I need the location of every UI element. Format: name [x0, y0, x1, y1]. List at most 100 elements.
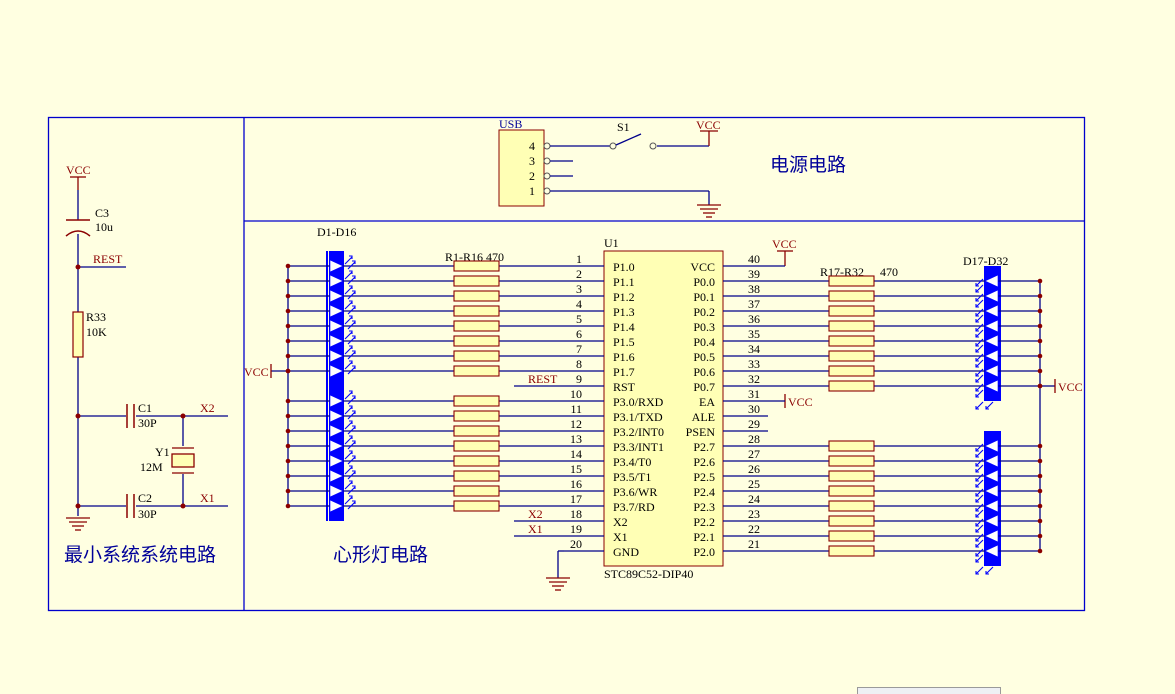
- junction: [1037, 323, 1043, 329]
- resistor: [453, 290, 500, 302]
- resistor: [828, 275, 875, 287]
- junction: [285, 323, 291, 329]
- junction: [285, 443, 291, 449]
- x1-net-label: X1: [200, 491, 215, 505]
- led-row-left: [285, 285, 564, 303]
- chip-left-pins: 1P1.02P1.13P1.24P1.35P1.46P1.57P1.68P1.7…: [514, 252, 664, 559]
- led-row-right: [768, 544, 1043, 563]
- taskbar-widget[interactable]: [857, 687, 1001, 694]
- y1-value: 12M: [140, 460, 163, 474]
- led-row-left: [285, 315, 564, 333]
- x2-net-label: X2: [200, 401, 215, 415]
- junction: [1037, 338, 1043, 344]
- pin-number: 6: [576, 327, 582, 341]
- led-arrows: [344, 285, 356, 300]
- junction: [1037, 308, 1043, 314]
- led-arrows: [975, 308, 984, 323]
- right-led-rows: [768, 274, 1043, 575]
- junction: [285, 503, 291, 509]
- led-diode: [984, 544, 999, 558]
- led-row-right: [768, 349, 1043, 368]
- junction: [285, 488, 291, 494]
- usb-pin-label: 1: [529, 184, 535, 198]
- junction: [285, 338, 291, 344]
- pin-number: 11: [570, 402, 582, 416]
- pin-name: P2.5: [693, 470, 715, 484]
- ea-vcc-symbol: VCC: [784, 394, 813, 409]
- pin-number: 1: [576, 252, 582, 266]
- led-arrows: [344, 330, 356, 345]
- pin-number: 8: [576, 357, 582, 371]
- y1-ref: Y1: [155, 445, 170, 459]
- pin-number: 28: [748, 432, 760, 446]
- led-diode: [329, 289, 344, 303]
- pin-number: 38: [748, 282, 760, 296]
- led-row-right: [768, 304, 1043, 323]
- led-arrows: [975, 533, 984, 548]
- led-diode: [984, 379, 999, 393]
- c3-ref: C3: [95, 206, 109, 220]
- chip-vcc-label: VCC: [772, 237, 797, 251]
- led-arrows: [975, 488, 984, 503]
- led-diode: [984, 289, 999, 303]
- led-diode: [329, 409, 344, 423]
- pin-name: P2.7: [693, 440, 715, 454]
- pin-number: 31: [748, 387, 760, 401]
- crystal-y1: [171, 447, 195, 474]
- resistor: [453, 485, 500, 497]
- c1-ref: C1: [138, 401, 152, 415]
- pin-name: P3.4/T0: [613, 455, 651, 469]
- led-arrows: [344, 495, 356, 510]
- pin-name: P2.0: [693, 545, 715, 559]
- pin-number: 22: [748, 522, 760, 536]
- resistor: [453, 305, 500, 317]
- resistor: [828, 545, 875, 557]
- pin-number: 40: [748, 252, 760, 266]
- pin-name: P3.3/INT1: [613, 440, 664, 454]
- pin-name: P3.6/WR: [613, 485, 657, 499]
- led-row-left: [285, 270, 564, 288]
- min-junctions: [75, 264, 186, 509]
- capacitor-c2: [126, 494, 135, 518]
- chip-pin-left: 6P1.5: [564, 327, 635, 349]
- junction: [1037, 503, 1043, 509]
- led-diode: [984, 499, 999, 513]
- usb-connector: USB 4 3 2 1: [498, 117, 551, 207]
- pin-name: P0.6: [693, 365, 715, 379]
- pin-name: P1.6: [613, 350, 635, 364]
- junction: [285, 368, 291, 374]
- led-diode: [329, 469, 344, 483]
- pin-name: P0.0: [693, 275, 715, 289]
- junction: [1037, 548, 1043, 554]
- led-row-right: [768, 274, 1043, 293]
- pin-number: 26: [748, 462, 760, 476]
- led-arrows: [975, 443, 984, 458]
- led-arrows: [344, 345, 356, 360]
- pin-name: P1.0: [613, 260, 635, 274]
- junction: [285, 263, 291, 269]
- chip-pin-left: 7P1.6: [564, 342, 635, 364]
- pin-name: P2.3: [693, 500, 715, 514]
- resistor: [828, 365, 875, 377]
- led-row-right: [768, 364, 1043, 383]
- resistor: [453, 335, 500, 347]
- led-diode: [329, 259, 344, 273]
- resistor: [453, 395, 500, 407]
- pin-number: 20: [570, 537, 582, 551]
- led-arrows: [975, 383, 984, 398]
- pin-number: 29: [748, 417, 760, 431]
- led-arrows: [344, 270, 356, 285]
- led-arrows: [975, 473, 984, 488]
- pin-number: 25: [748, 477, 760, 491]
- resistor: [828, 440, 875, 452]
- led-row-right: [768, 529, 1043, 548]
- led-arrows: [975, 548, 984, 563]
- led-diode: [329, 349, 344, 363]
- title-minimal-system: 最小系统系统电路: [64, 544, 216, 566]
